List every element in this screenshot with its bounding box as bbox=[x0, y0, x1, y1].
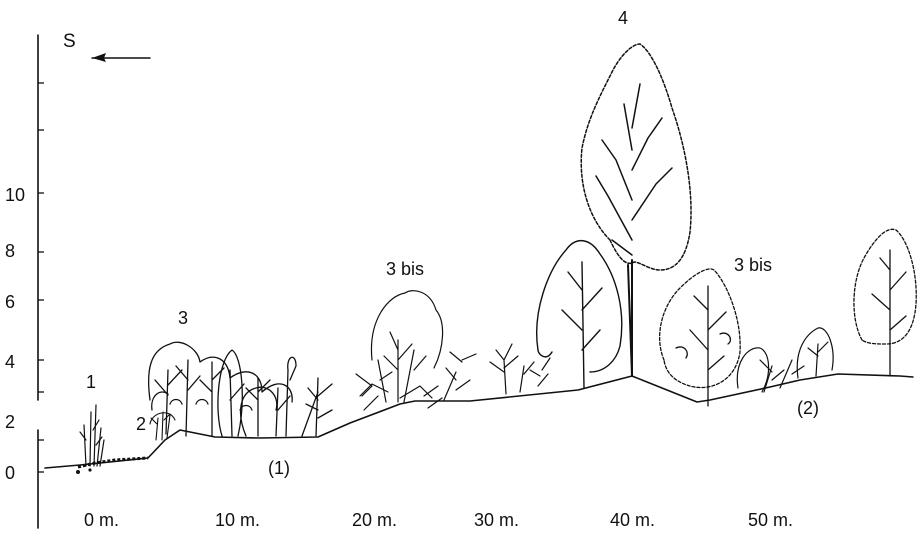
water-pebbles bbox=[78, 458, 148, 467]
terrain-profile bbox=[45, 374, 913, 474]
zone-label-4: 4 bbox=[618, 8, 628, 28]
shrubs-right bbox=[737, 328, 833, 392]
zone-label-2: 2 bbox=[136, 414, 146, 434]
zone-label-3bis-right: 3 bis bbox=[734, 255, 772, 275]
x-tick-label: 0 m. bbox=[84, 510, 119, 530]
compass-south: S bbox=[63, 31, 150, 62]
tree-lower-left-of-poplar bbox=[537, 241, 622, 388]
tree-right-3bis bbox=[660, 269, 741, 406]
y-tick-label: 4 bbox=[5, 352, 15, 372]
y-axis-ticks bbox=[38, 83, 44, 472]
y-tick-label: 6 bbox=[5, 292, 15, 312]
section-label-2: (2) bbox=[797, 398, 819, 418]
y-tick-label: 0 bbox=[5, 463, 15, 483]
x-tick-label: 40 m. bbox=[610, 510, 655, 530]
reed-clump bbox=[80, 405, 104, 466]
x-tick-label: 20 m. bbox=[352, 510, 397, 530]
y-tick-label: 2 bbox=[5, 412, 15, 432]
section-labels: (1) (2) bbox=[268, 398, 819, 478]
zone-labels: 1 2 3 3 bis 4 3 bis bbox=[86, 8, 772, 434]
shrubs-middle bbox=[490, 344, 550, 394]
x-tick-label: 30 m. bbox=[474, 510, 519, 530]
y-axis: 0 2 4 6 8 10 bbox=[5, 35, 44, 528]
section-label-1: (1) bbox=[268, 458, 290, 478]
tree-far-right bbox=[854, 229, 916, 376]
x-tick-label: 10 m. bbox=[215, 510, 260, 530]
arrowhead-icon bbox=[92, 53, 106, 62]
thicket-left bbox=[356, 291, 476, 410]
zone-label-3: 3 bbox=[178, 308, 188, 328]
tall-poplar bbox=[581, 44, 691, 376]
riparian-woodland bbox=[149, 342, 332, 436]
compass-label: S bbox=[63, 31, 76, 52]
x-axis-labels: 0 m. 10 m. 20 m. 30 m. 40 m. 50 m. bbox=[84, 510, 793, 530]
zone-label-1: 1 bbox=[86, 372, 96, 392]
zone-label-3bis-left: 3 bis bbox=[386, 259, 424, 279]
y-tick-label: 10 bbox=[5, 185, 25, 205]
x-tick-label: 50 m. bbox=[748, 510, 793, 530]
y-tick-label: 8 bbox=[5, 241, 15, 261]
